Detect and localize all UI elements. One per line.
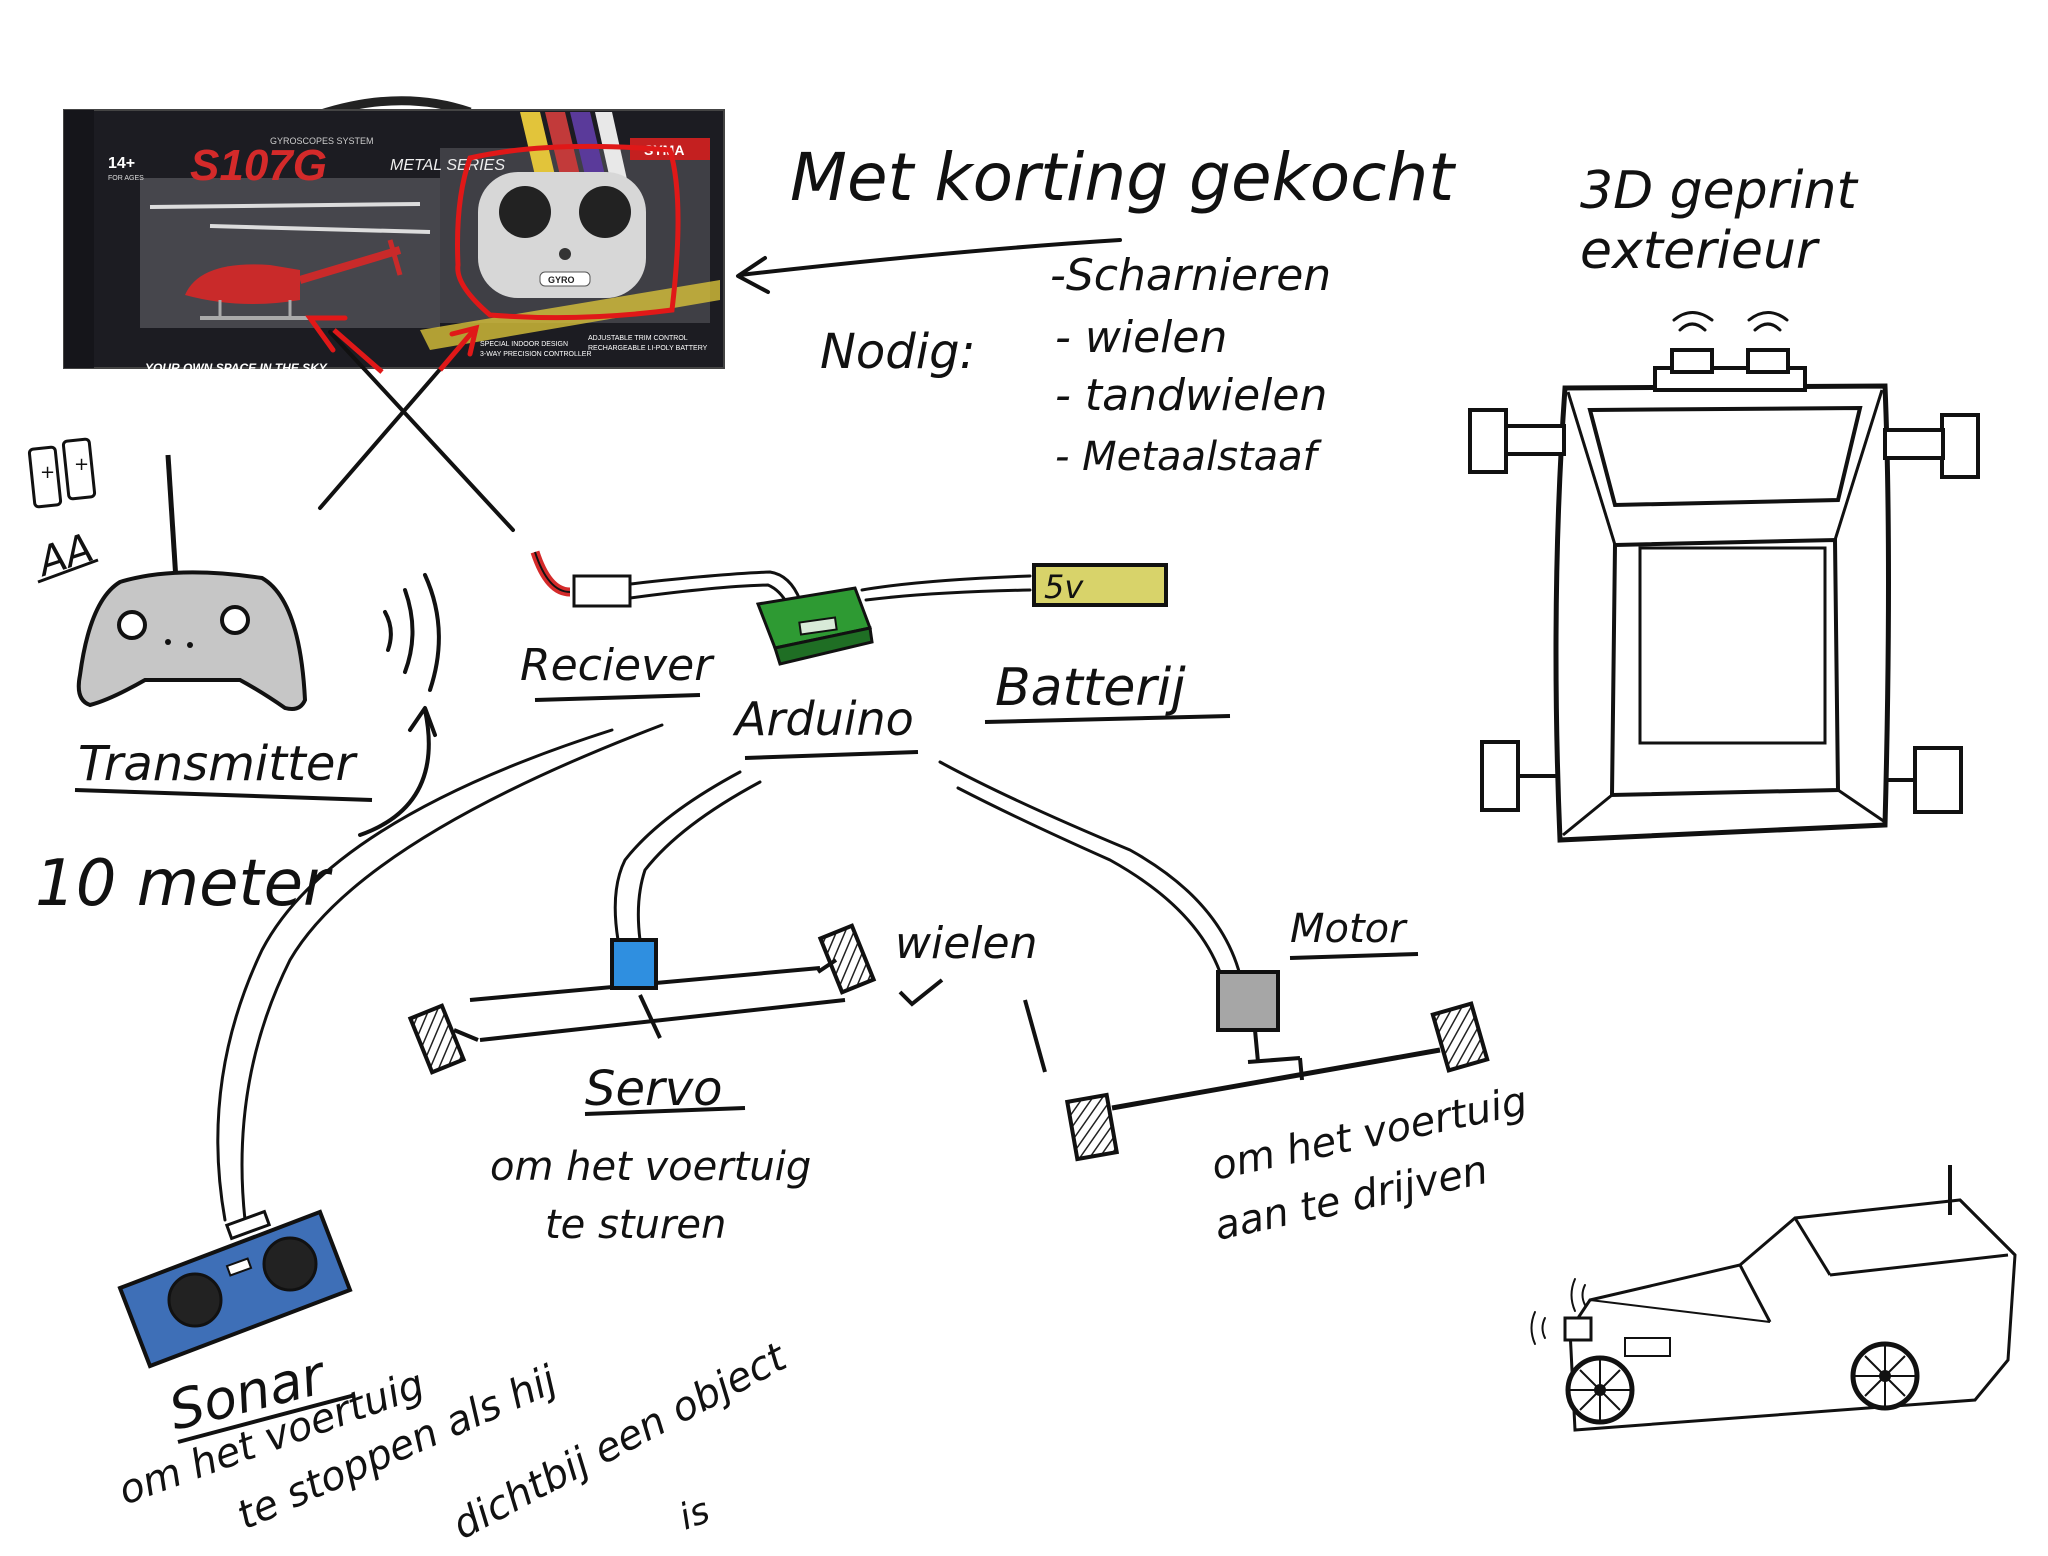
cable-servo-a (613, 770, 742, 942)
red-arrowhead-heli (305, 315, 348, 353)
box-side (64, 110, 94, 368)
needed-item-gears: - tandwielen (1055, 370, 1327, 421)
wheels-checkmark (898, 978, 944, 1007)
sonar-sensor (117, 1209, 353, 1369)
chassis-sensor-left (1670, 348, 1714, 374)
chassis-wheel-rl (1480, 740, 1520, 812)
signal-waves (383, 573, 441, 692)
battery-label: Batterij (995, 658, 1186, 718)
cable-sonar-b (240, 723, 664, 1222)
sonar-desc-line3: dichtbij een object (445, 1334, 795, 1549)
battery-pack (1032, 563, 1168, 607)
receiver-label: Reciever (520, 640, 715, 691)
controller-highlight-circle (455, 143, 681, 321)
chassis-topview (1468, 311, 1980, 843)
arrow-receiver-to-helicopter (328, 330, 515, 532)
wheels-label: wielen (895, 918, 1037, 969)
transmitter-body (76, 570, 308, 711)
needed-label: Nodig: (820, 324, 976, 380)
transmitter-label: Transmitter (78, 736, 358, 792)
chassis-sensor-right (1746, 348, 1790, 374)
battery-voltage: 5v (1044, 568, 1084, 606)
chassis-wheel-fr (1940, 413, 1980, 479)
box-age-sub: FOR AGES (108, 175, 144, 182)
needed-item-wheels: - wielen (1055, 312, 1227, 363)
chassis-wheel-fl (1468, 408, 1508, 474)
servo-right-wheel (817, 923, 877, 995)
helicopter-image (149, 202, 431, 320)
product-box: 14+ FOR AGES GYROSCOPES SYSTEM S107G MET… (63, 96, 725, 375)
chassis-wheel-rr (1913, 746, 1963, 814)
note-bought-with-discount: Met korting gekocht (790, 139, 1456, 216)
red-arrow-line-heli (332, 328, 384, 374)
receiver-to-arduino-cable (628, 570, 802, 607)
needed-item-hinges: -Scharnieren (1050, 250, 1331, 301)
box-feature-4: RECHARGEABLE LI-POLY BATTERY (588, 345, 708, 352)
car-sensor (1563, 1316, 1593, 1342)
batteries-label: AA (30, 525, 99, 587)
box-feature-2: 3-WAY PRECISION CONTROLLER (480, 351, 592, 358)
cable-motor-b (956, 786, 1224, 980)
svg-text:+: + (74, 454, 89, 475)
arduino-board (755, 586, 874, 666)
cable-motor-a (938, 760, 1242, 977)
boxed-controller-image: GYRO (478, 172, 646, 298)
distance-arrow (358, 706, 437, 837)
transmitter-antenna (165, 454, 179, 581)
left-stick (117, 610, 147, 640)
cable-servo-b (636, 780, 762, 942)
servo-assembly (407, 923, 877, 1075)
receiver-drawing (530, 550, 632, 608)
distance-label: 10 meter (35, 847, 333, 921)
box-model: S107G (190, 141, 327, 190)
car-body (1568, 1198, 2017, 1432)
arduino-to-battery-cable (860, 574, 1032, 602)
transmitter-drawing (76, 454, 308, 711)
sonar-connector (224, 1209, 272, 1241)
red-arrowhead-controller (449, 324, 480, 357)
servo-left-wheel (407, 1003, 467, 1075)
box-tagline: YOUR OWN SPACE IN THE SKY (145, 361, 328, 375)
arrow-note-to-box (736, 238, 1122, 294)
sonar-left-eye (167, 1272, 223, 1328)
box-feature-1: SPECIAL INDOOR DESIGN (480, 341, 568, 348)
separator-stroke (1023, 999, 1047, 1073)
red-arrow-line-controller (438, 328, 476, 372)
svg-text:+: + (40, 462, 55, 483)
box-feature-3: ADJUSTABLE TRIM CONTROL (588, 335, 688, 342)
right-stick (220, 605, 250, 635)
sonar-right-eye (262, 1236, 318, 1292)
box-series: METAL SERIES (390, 157, 505, 174)
cable-sonar-a (216, 728, 614, 1222)
needed-item-metal-rod: - Metaalstaaf (1055, 434, 1323, 480)
cables-to-peripherals (216, 723, 1242, 1222)
arduino-label: Arduino (732, 692, 914, 746)
receiver-red-lead (530, 550, 571, 597)
receiver-connector (572, 574, 632, 608)
servo-block (610, 938, 658, 990)
box-topline: GYROSCOPES SYSTEM (270, 136, 374, 146)
servo-label: Servo (585, 1061, 723, 1117)
controller-badge: GYRO (548, 275, 575, 285)
motor-assembly (1064, 970, 1490, 1162)
red-arrowheads (305, 315, 480, 357)
note-3d-printed-line1: 3D geprint (1580, 161, 1858, 221)
battery-drawing: 5v (1032, 563, 1168, 607)
servo-desc-line1: om het voertuig (490, 1144, 811, 1190)
servo-desc-line2: te sturen (545, 1202, 726, 1248)
motor-left-wheel (1064, 1092, 1120, 1162)
motor-right-wheel (1430, 1001, 1490, 1073)
box-age: 14+ (108, 155, 135, 172)
car-sketch (1530, 1165, 2017, 1432)
aa-batteries: + + (27, 437, 97, 509)
note-3d-printed-line2: exterieur (1580, 221, 1821, 281)
sonar-desc-line4: is (674, 1490, 715, 1538)
motor-block (1216, 970, 1280, 1032)
motor-label: Motor (1290, 906, 1408, 952)
